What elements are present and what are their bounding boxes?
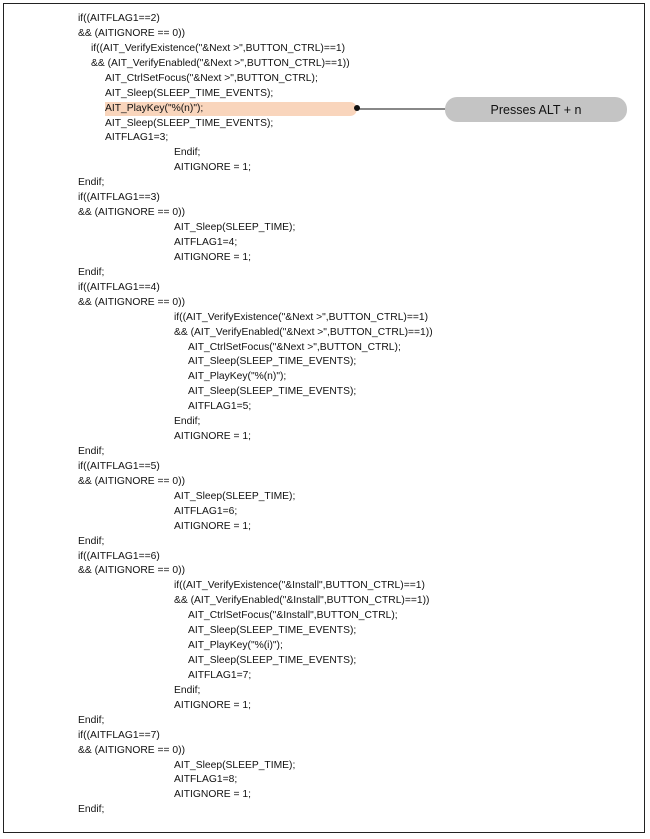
code-line: AIT_Sleep(SLEEP_TIME); — [174, 222, 296, 233]
code-line: AITFLAG1=5; — [188, 401, 252, 413]
code-line: Endif; — [78, 535, 105, 547]
code-line: && (AIT_VerifyEnabled("&Next >",BUTTON_C… — [91, 57, 350, 69]
highlighted-code-line: AIT_PlayKey("%(n)"); — [105, 101, 357, 116]
code-line: && (AITIGNORE == 0)) — [78, 475, 185, 487]
code-line: Endif; — [174, 416, 201, 428]
code-line: AITIGNORE = 1; — [174, 162, 251, 174]
code-line: AITIGNORE = 1; — [174, 789, 251, 801]
code-line: if((AITFLAG1==6) — [78, 550, 160, 562]
callout-anchor-dot — [354, 105, 360, 111]
code-line: AIT_Sleep(SLEEP_TIME_EVENTS); — [188, 356, 357, 368]
code-line: Endif; — [174, 147, 201, 159]
code-line: AITIGNORE = 1; — [174, 431, 251, 442]
code-line: Endif; — [78, 714, 105, 726]
code-line: AIT_Sleep(SLEEP_TIME_EVENTS); — [105, 87, 274, 99]
code-line: && (AIT_VerifyEnabled("&Install",BUTTON_… — [174, 595, 430, 607]
code-line: Endif; — [78, 446, 105, 457]
code-line: AIT_Sleep(SLEEP_TIME_EVENTS); — [188, 655, 357, 666]
code-line: if((AITFLAG1==7) — [78, 729, 160, 741]
code-line: if((AITFLAG1==5) — [78, 460, 160, 472]
code-line: AITFLAG1=4; — [174, 236, 238, 248]
code-line: && (AITIGNORE == 0)) — [78, 565, 185, 577]
code-line: AITIGNORE = 1; — [174, 699, 251, 711]
code-line: && (AITIGNORE == 0)) — [78, 27, 185, 39]
code-line: AIT_Sleep(SLEEP_TIME); — [174, 490, 296, 502]
callout-label: Presses ALT + n — [445, 97, 627, 122]
code-line: AIT_Sleep(SLEEP_TIME_EVENTS); — [188, 625, 357, 637]
code-line: AITFLAG1=8; — [174, 774, 238, 786]
code-line: AIT_PlayKey("%(i)"); — [188, 640, 283, 652]
code-line: if((AITFLAG1==3) — [78, 192, 160, 204]
code-line: && (AIT_VerifyEnabled("&Next >",BUTTON_C… — [174, 326, 433, 338]
code-line: AITFLAG1=7; — [188, 669, 252, 681]
code-line: AIT_Sleep(SLEEP_TIME_EVENTS); — [188, 386, 357, 398]
code-line: && (AITIGNORE == 0)) — [78, 744, 185, 756]
code-line: Endif; — [174, 684, 201, 696]
code-line: Endif; — [78, 177, 105, 189]
code-line: && (AITIGNORE == 0)) — [78, 207, 185, 219]
code-listing: if((AITFLAG1==2) && (AITIGNORE == 0)) if((… — [4, 4, 646, 834]
code-line: AIT_CtrlSetFocus("&Next >",BUTTON_CTRL); — [188, 341, 401, 353]
code-line: if((AIT_VerifyExistence("&Next >",BUTTON… — [174, 311, 429, 323]
code-line: AIT_CtrlSetFocus("&Install",BUTTON_CTRL)… — [188, 610, 398, 622]
code-line: AIT_Sleep(SLEEP_TIME); — [174, 759, 296, 771]
code-line: AITIGNORE = 1; — [174, 520, 251, 532]
code-line: AIT_PlayKey("%(n)"); — [188, 371, 287, 383]
code-line: if((AIT_VerifyExistence("&Next >",BUTTON… — [91, 42, 346, 54]
code-line: if((AIT_VerifyExistence("&Install",BUTTO… — [174, 580, 425, 592]
code-line: if((AITFLAG1==2) — [78, 13, 160, 24]
document-frame: if((AITFLAG1==2) && (AITIGNORE == 0)) if((… — [3, 3, 645, 833]
code-line: Endif; — [78, 266, 105, 278]
code-line: AIT_CtrlSetFocus("&Next >",BUTTON_CTRL); — [105, 72, 318, 84]
code-line: AITFLAG1=3; — [105, 132, 169, 144]
callout-connector — [357, 108, 448, 110]
code-line: AITFLAG1=6; — [174, 505, 238, 517]
code-line: AIT_Sleep(SLEEP_TIME_EVENTS); — [105, 117, 274, 129]
code-line: && (AITIGNORE == 0)) — [78, 296, 185, 308]
code-line: Endif; — [78, 804, 105, 816]
code-line: AITIGNORE = 1; — [174, 251, 251, 263]
code-line: if((AITFLAG1==4) — [78, 281, 160, 293]
